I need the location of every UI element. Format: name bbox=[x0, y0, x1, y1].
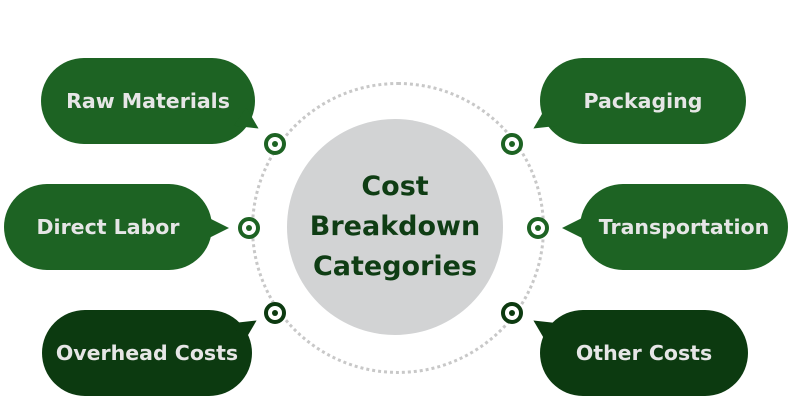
bubble-tail bbox=[205, 216, 229, 240]
connector-node-icon bbox=[501, 133, 523, 155]
category-label: Direct Labor bbox=[36, 215, 180, 239]
category-direct-labor: Direct Labor bbox=[4, 184, 212, 270]
connector-node-icon bbox=[264, 302, 286, 324]
category-overhead-costs: Overhead Costs bbox=[42, 310, 252, 396]
category-label: Overhead Costs bbox=[55, 341, 239, 365]
category-label: Raw Materials bbox=[66, 89, 230, 113]
category-transportation: Transportation bbox=[580, 184, 788, 270]
category-packaging: Packaging bbox=[540, 58, 746, 144]
category-other-costs: Other Costs bbox=[540, 310, 748, 396]
category-label: Other Costs bbox=[575, 341, 713, 365]
center-title: Cost Breakdown Categories bbox=[309, 171, 481, 282]
bubble-tail bbox=[562, 216, 586, 240]
category-label: Packaging bbox=[583, 89, 703, 113]
connector-node-icon bbox=[238, 217, 260, 239]
category-raw-materials: Raw Materials bbox=[41, 58, 255, 144]
connector-node-icon bbox=[264, 133, 286, 155]
connector-node-icon bbox=[527, 217, 549, 239]
category-label: Transportation bbox=[598, 215, 770, 239]
center-hub: Cost Breakdown Categories bbox=[287, 119, 503, 335]
connector-node-icon bbox=[501, 302, 523, 324]
